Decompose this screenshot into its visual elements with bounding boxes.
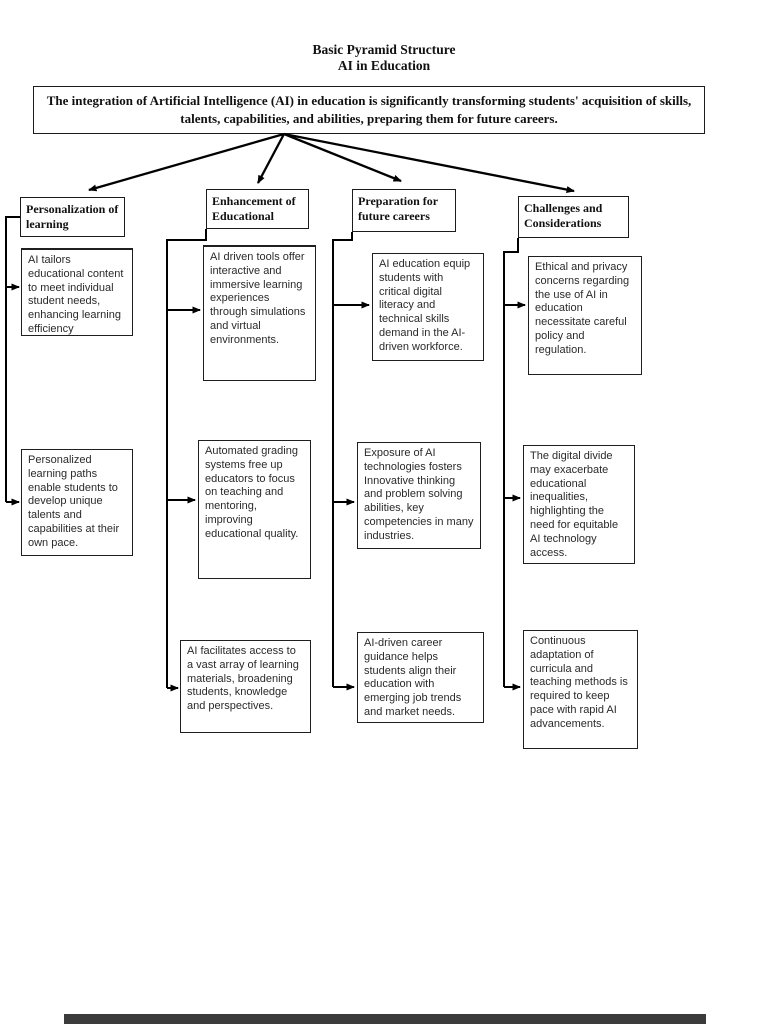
column4-box1-text: Ethical and privacy concerns regarding t…	[535, 261, 630, 356]
diagram-title-line2: AI in Education	[337, 58, 431, 73]
column4-header-text: Challenges and Considerations	[524, 201, 603, 230]
column3-box1: AI education equip students with critica…	[372, 253, 484, 361]
column2-box1-text: AI driven tools offer interactive and im…	[210, 251, 306, 346]
column1-header-box: Personalization of learning	[20, 197, 125, 237]
column4-box2-text: The digital divide may exacerbate educat…	[530, 450, 619, 559]
column3-box3: AI-driven career guidance helps students…	[357, 632, 484, 723]
column4-connector	[503, 238, 526, 691]
column2-box2-text: Automated grading systems free up educat…	[205, 445, 299, 540]
diagram-title: Basic Pyramid Structure AI in Education	[0, 42, 768, 74]
column3-header-text: Preparation for future careers	[358, 194, 438, 223]
column2-box2: Automated grading systems free up educat…	[198, 440, 311, 579]
next-page-top-edge	[64, 1014, 706, 1024]
column3-box2: Exposure of AI technologies fosters Inno…	[357, 442, 481, 549]
column4-header-box: Challenges and Considerations	[518, 196, 629, 238]
column2-box3: AI facilitates access to a vast array of…	[180, 640, 311, 733]
column4-box1: Ethical and privacy concerns regarding t…	[528, 256, 642, 375]
column4-box3: Continuous adaptation of curricula and t…	[523, 630, 638, 749]
column3-header-box: Preparation for future careers	[352, 189, 456, 232]
fan-arrow-1	[88, 132, 285, 192]
column2-box3-text: AI facilitates access to a vast array of…	[187, 645, 299, 713]
column1-header-text: Personalization of learning	[26, 202, 119, 231]
column1-connector	[5, 216, 20, 506]
column2-box1: AI driven tools offer interactive and im…	[203, 245, 316, 381]
column3-box1-text: AI education equip students with critica…	[379, 258, 471, 353]
fan-arrows	[88, 132, 575, 193]
fan-arrow-4	[283, 132, 575, 193]
column3-box2-text: Exposure of AI technologies fosters Inno…	[364, 447, 474, 542]
fan-arrow-2	[256, 133, 286, 184]
diagram-title-line1: Basic Pyramid Structure	[312, 42, 456, 57]
column1-box2: Personalized learning paths enable stude…	[21, 449, 133, 556]
column2-header-box: Enhancement of Educational	[206, 189, 309, 229]
intro-statement-box: The integration of Artificial Intelligen…	[33, 86, 705, 134]
column1-box1: AI tailors educational content to meet i…	[21, 248, 133, 336]
column4-box2: The digital divide may exacerbate educat…	[523, 445, 635, 564]
intro-statement-text: The integration of Artificial Intelligen…	[46, 93, 692, 126]
column3-box3-text: AI-driven career guidance helps students…	[364, 637, 462, 718]
column1-box1-text: AI tailors educational content to meet i…	[28, 254, 124, 335]
column2-header-text: Enhancement of Educational	[212, 194, 296, 223]
fan-arrow-3	[283, 132, 402, 183]
column1-box2-text: Personalized learning paths enable stude…	[28, 454, 120, 549]
column4-box3-text: Continuous adaptation of curricula and t…	[530, 635, 628, 730]
